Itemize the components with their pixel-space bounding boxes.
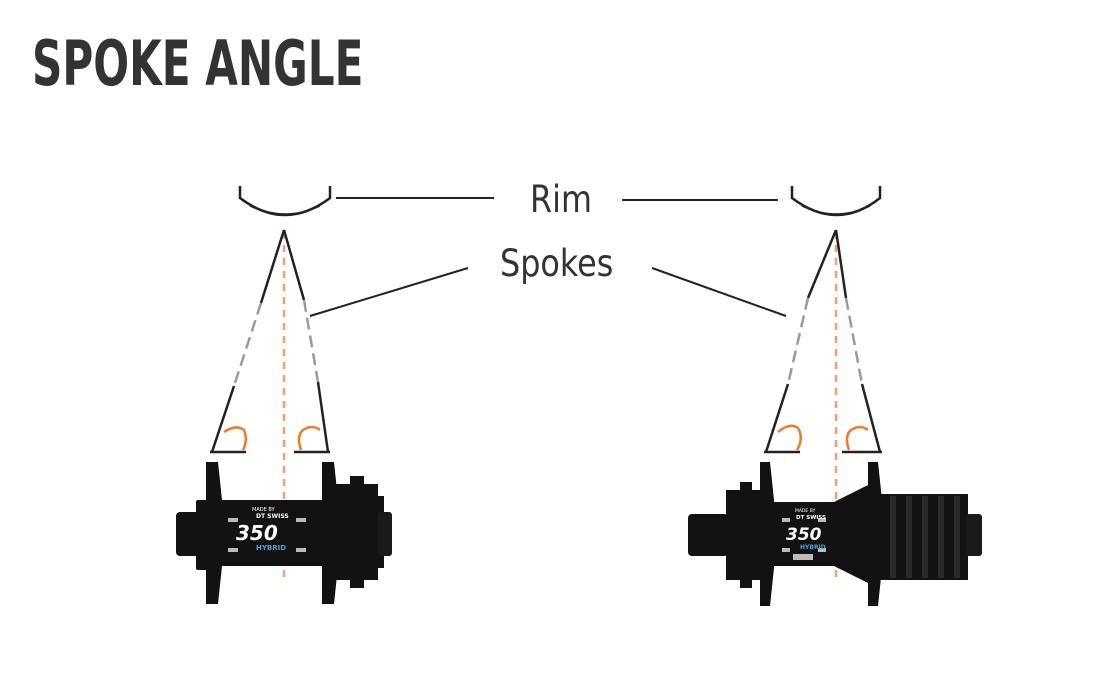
rear-spoke-right-dashed (844, 297, 864, 385)
page-title: SPOKE ANGLE (32, 27, 364, 100)
front-spoke-left-solid-bottom (210, 385, 236, 453)
front-angle-arc-left (223, 426, 247, 451)
front-hub: MADE BY DT SWISS 350 HYBRID (176, 462, 392, 604)
front-hub-brand: DT SWISS (256, 513, 289, 520)
front-rim-profile (238, 186, 332, 217)
rear-angle-arc-left (777, 424, 802, 451)
rear-wheel-diagram: MADE BY DT SWISS 350 HYBRID (688, 186, 982, 606)
rear-spoke-left-solid-bottom (764, 383, 790, 453)
front-angle-arc-right (297, 425, 321, 451)
front-spoke-right-dashed (302, 299, 320, 383)
rear-hub: MADE BY DT SWISS 350 HYBRID (688, 462, 982, 606)
rear-spoke-left-solid-top (806, 229, 838, 299)
rear-rim-profile (790, 186, 882, 217)
front-hub-model: 350 (236, 521, 278, 545)
front-spoke-left-dashed (232, 302, 263, 387)
rear-spoke-left-dashed (786, 297, 810, 385)
rear-spoke-right-solid-bottom (860, 383, 882, 453)
front-spoke-right-solid-bottom (316, 381, 330, 453)
rear-spoke-right-solid-top (834, 229, 848, 299)
spokes-leader-right (651, 267, 787, 317)
rear-angle-arc-right (845, 425, 869, 451)
spokes-label: Spokes (500, 242, 614, 285)
front-spoke-right-solid-top (282, 229, 306, 301)
front-hub-subtitle: HYBRID (256, 544, 286, 552)
front-spoke-left-solid-top (259, 229, 286, 304)
front-hub-madeby: MADE BY (252, 507, 275, 513)
rear-hub-madeby: MADE BY (795, 508, 816, 514)
rear-hub-model: 350 (786, 525, 822, 545)
spokes-leader-left (309, 267, 469, 317)
rim-label: Rim (530, 178, 592, 221)
rear-hub-subtitle: HYBRID (800, 544, 826, 551)
front-wheel-diagram: MADE BY DT SWISS 350 HYBRID (176, 186, 392, 604)
rear-hub-brand: DT SWISS (796, 515, 826, 521)
